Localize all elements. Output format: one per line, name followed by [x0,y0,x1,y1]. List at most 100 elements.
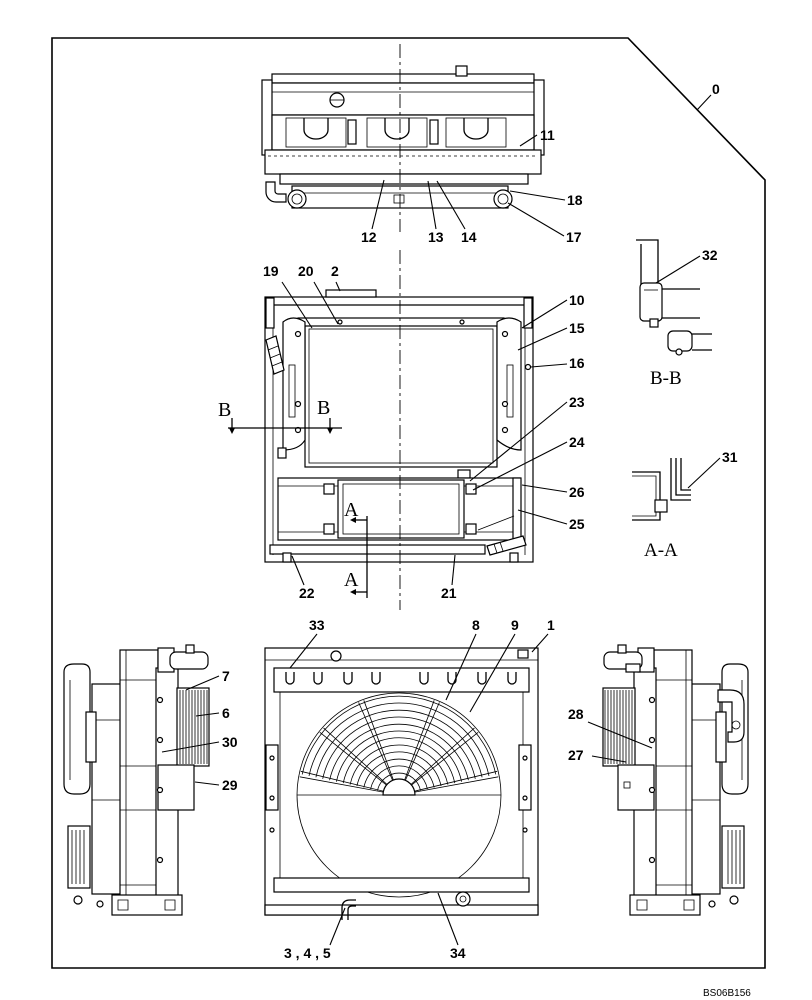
bracket-bolts [294,330,532,434]
callout-12: 12 [361,229,377,245]
fan-guard-ring [342,737,456,784]
leader-line [591,755,627,763]
upper-front-view [264,250,534,610]
fan-guard-ring [329,723,469,781]
leader-line [521,484,568,493]
pipe-end-left [287,189,307,209]
leader-line [281,281,313,329]
callout-18: 18 [567,192,583,208]
leader-line [517,509,568,525]
top-knob [455,65,468,77]
callout-31: 31 [722,449,738,465]
leader-line [655,255,701,284]
leader-line [445,633,477,701]
lower-front-view-callouts: 33 8 9 1 34 3 , 4 , 5 [284,617,555,961]
callout-27: 27 [568,747,584,763]
callout-26: 26 [569,484,585,500]
callout-21: 21 [441,585,457,601]
fan-guard-spoke [414,776,499,793]
pipe-end-right [493,189,513,209]
section-b-marker: B B [218,397,342,434]
radiator-core [304,324,498,468]
fan-guard-ring [336,730,462,782]
leader-line [371,179,385,230]
leader-line [313,281,339,325]
section-a-letter-top: A [344,499,359,521]
right-post [533,79,545,156]
leader-line [530,363,568,368]
right-side-bracket [496,317,522,451]
callout-14: 14 [461,229,477,245]
fan-guard-ring [356,751,442,787]
top-fitting [330,650,342,662]
top-bracket-tab [325,289,377,298]
fan-guard-ring [301,695,497,775]
fan-guard-spoke [319,731,387,786]
top-view [261,44,545,232]
leader-line [587,721,653,749]
callout-28: 28 [568,706,584,722]
figure-code: BS06B156 [703,988,751,999]
fan-guard-spoke [410,727,475,785]
fan-guard-ring [377,772,421,791]
fan-guard [299,695,499,793]
leader-line [161,741,220,753]
left-post [261,79,273,156]
corner-post-right [523,297,533,329]
callout-2: 2 [331,263,339,279]
left-elbow [265,181,287,203]
bottom-channel [273,877,530,893]
callout-8: 8 [472,617,480,633]
corner-post-left [265,297,275,329]
leader-line [185,675,220,691]
fan-guard-spoke [414,770,498,792]
leader-line [335,281,341,292]
callout-25: 25 [569,516,585,532]
fan-guard-spoke [405,702,440,781]
fan-hub [382,778,416,796]
leader-line [469,633,516,713]
fan-guard-ring [322,716,476,779]
callout-20: 20 [298,263,314,279]
section-a-marker: A A [344,499,368,598]
drain-pipe [341,899,356,920]
callout-6: 6 [222,705,230,721]
callout-0: 0 [712,81,720,97]
fan-guard-spoke [363,700,394,781]
right-hose [486,535,527,556]
core-top-header [297,317,505,327]
top-cap-bar [271,73,535,84]
bottom-flange [264,904,539,916]
callout-33: 33 [309,617,325,633]
drain-plug [455,891,471,907]
lower-front-view [264,647,539,920]
left-side-view: 7 6 30 29 [63,644,238,916]
callout-23: 23 [569,394,585,410]
callout-7: 7 [222,668,230,684]
left-side-bracket [282,317,306,451]
fan-guard-ring [315,709,483,778]
leader-line [195,712,220,717]
top-channel [273,667,530,693]
leader-line [329,907,346,946]
leader-line [521,299,568,329]
callout-13: 13 [428,229,444,245]
callout-9: 9 [511,617,519,633]
section-b-b-title: B-B [650,368,682,389]
leader-line [509,190,566,201]
leader-line [469,401,568,482]
side-mount-right [518,744,532,811]
right-side-view: 28 27 [568,644,749,916]
section-b-letter-right: B [317,397,330,419]
leader-line [507,202,565,237]
callout-32: 32 [702,247,718,263]
callout-1: 1 [547,617,555,633]
fan-guard-spoke [323,727,388,785]
callout-17: 17 [566,229,582,245]
leader-line [687,457,721,489]
lower-plate [264,149,542,175]
shroud-edge [279,173,529,185]
callout-29: 29 [222,777,238,793]
leader-line [289,633,318,669]
